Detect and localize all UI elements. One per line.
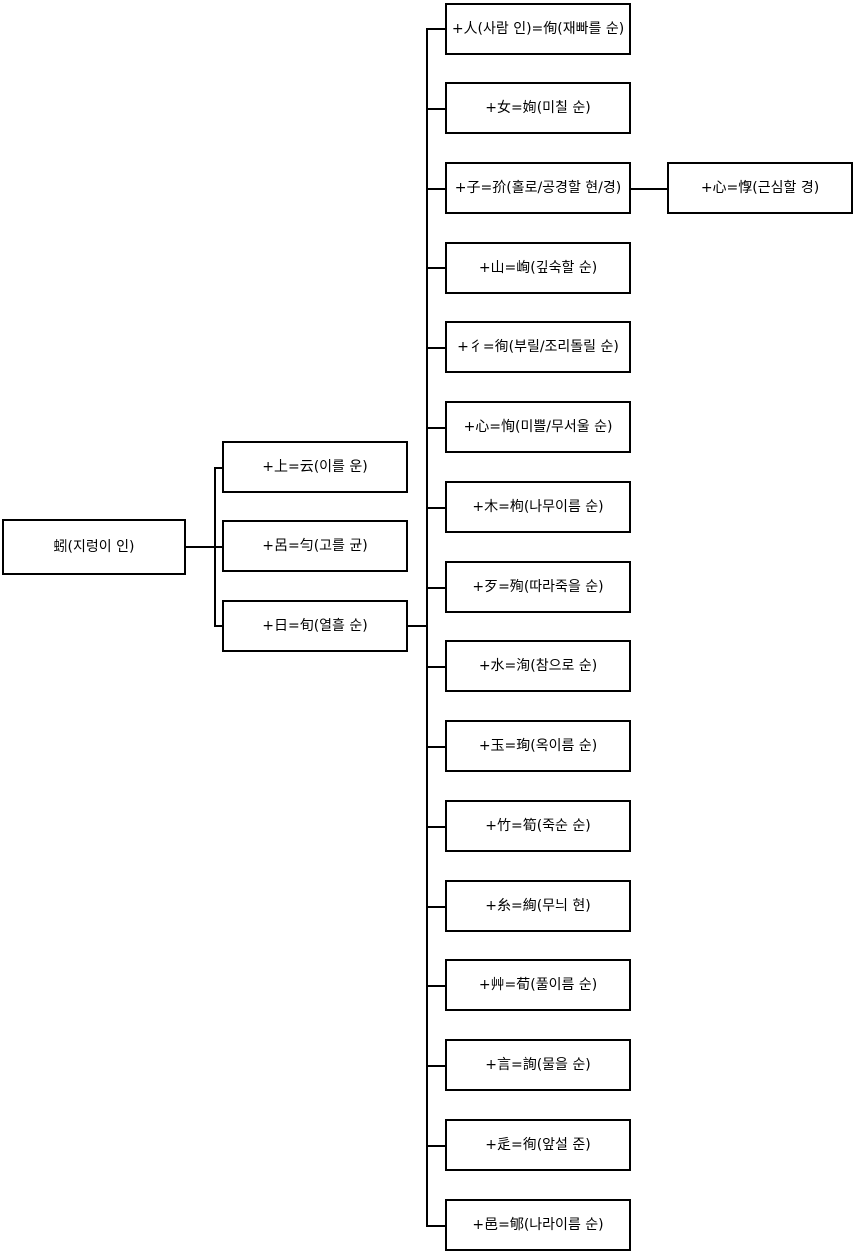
- edge-to-level4-1: [631, 188, 667, 190]
- node-level3-7[interactable]: +木=枸(나무이름 순): [445, 481, 631, 533]
- node-level3-11[interactable]: +竹=筍(죽순 순): [445, 800, 631, 852]
- edge-to-level3-15: [426, 1145, 446, 1147]
- node-level3-4[interactable]: +山=峋(깊숙할 순): [445, 242, 631, 294]
- edge-to-level3-4: [426, 267, 446, 269]
- edge-to-level3-1: [426, 28, 446, 30]
- edge-to-level3-7: [426, 507, 446, 509]
- node-level4-1[interactable]: +心=惸(근심할 경): [667, 162, 853, 214]
- node-level3-5[interactable]: +彳=徇(부릴/조리돌릴 순): [445, 321, 631, 373]
- node-level3-12[interactable]: +糸=絢(무늬 현): [445, 880, 631, 932]
- node-level3-13[interactable]: +艸=荀(풀이름 순): [445, 959, 631, 1011]
- edge-to-level3-12: [426, 906, 446, 908]
- node-level3-1[interactable]: +人(사람 인)=侚(재빠를 순): [445, 3, 631, 55]
- node-level2-2[interactable]: +呂=勻(고를 균): [222, 520, 408, 572]
- node-level3-3-label: +子=㜾(홀로/공경할 현/경): [454, 179, 622, 196]
- node-level3-8-label: +歹=殉(따라죽을 순): [472, 578, 604, 595]
- node-level2-1-label: +上=云(이를 운): [262, 458, 368, 475]
- edge-to-level3-13: [426, 985, 446, 987]
- node-level3-6-label: +心=恂(미쁠/무서울 순): [463, 418, 613, 435]
- edge-to-level3-14: [426, 1065, 446, 1067]
- node-level3-6[interactable]: +心=恂(미쁠/무서울 순): [445, 401, 631, 453]
- edge-to-level3-3: [426, 188, 446, 190]
- node-level3-12-label: +糸=絢(무늬 현): [485, 897, 591, 914]
- node-level3-13-label: +艸=荀(풀이름 순): [478, 976, 598, 993]
- node-level3-7-label: +木=枸(나무이름 순): [472, 498, 604, 515]
- node-level3-2-label: +女=姰(미칠 순): [485, 99, 591, 116]
- edge-to-level2-3: [214, 625, 222, 627]
- node-level3-15[interactable]: +辵=徇(앞설 준): [445, 1119, 631, 1171]
- node-level3-1-label: +人(사람 인)=侚(재빠를 순): [451, 20, 625, 37]
- node-root[interactable]: 蚓(지렁이 인): [2, 519, 186, 575]
- node-level2-3[interactable]: +日=旬(열흘 순): [222, 600, 408, 652]
- node-level3-9-label: +水=洵(참으로 순): [478, 657, 598, 674]
- node-level3-10-label: +玉=珣(옥이름 순): [478, 737, 598, 754]
- edge-to-level3-6: [426, 427, 446, 429]
- edge-to-level3-9: [426, 666, 446, 668]
- node-level2-3-label: +日=旬(열흘 순): [262, 617, 368, 634]
- node-level3-14-label: +言=詢(물을 순): [485, 1056, 591, 1073]
- node-level4-1-label: +心=惸(근심할 경): [700, 179, 820, 196]
- node-level3-5-label: +彳=徇(부릴/조리돌릴 순): [457, 338, 619, 355]
- node-level3-4-label: +山=峋(깊숙할 순): [478, 259, 598, 276]
- edge-root-stub: [186, 546, 216, 548]
- edge-to-level3-16: [426, 1225, 446, 1227]
- node-level2-1[interactable]: +上=云(이를 운): [222, 441, 408, 493]
- edge-to-level3-5: [426, 347, 446, 349]
- edge-to-level2-1: [214, 467, 222, 469]
- node-root-label: 蚓(지렁이 인): [53, 538, 135, 555]
- edge-to-level3-10: [426, 746, 446, 748]
- edge-to-level3-2: [426, 108, 446, 110]
- node-level3-15-label: +辵=徇(앞설 준): [485, 1136, 591, 1153]
- edge-to-level3-8: [426, 587, 446, 589]
- node-level3-3[interactable]: +子=㜾(홀로/공경할 현/경): [445, 162, 631, 214]
- node-level3-16[interactable]: +邑=郇(나라이름 순): [445, 1199, 631, 1251]
- node-level3-16-label: +邑=郇(나라이름 순): [472, 1216, 604, 1233]
- edge-to-level3-11: [426, 826, 446, 828]
- node-level2-2-label: +呂=勻(고를 균): [262, 537, 368, 554]
- node-level3-14[interactable]: +言=詢(물을 순): [445, 1039, 631, 1091]
- edge-level3-trunk: [426, 28, 428, 1226]
- node-level3-8[interactable]: +歹=殉(따라죽을 순): [445, 561, 631, 613]
- node-level3-2[interactable]: +女=姰(미칠 순): [445, 82, 631, 134]
- edge-sun-stub: [408, 625, 428, 627]
- node-level3-9[interactable]: +水=洵(참으로 순): [445, 640, 631, 692]
- edge-to-level2-2: [214, 546, 222, 548]
- node-level3-10[interactable]: +玉=珣(옥이름 순): [445, 720, 631, 772]
- node-level3-11-label: +竹=筍(죽순 순): [485, 817, 591, 834]
